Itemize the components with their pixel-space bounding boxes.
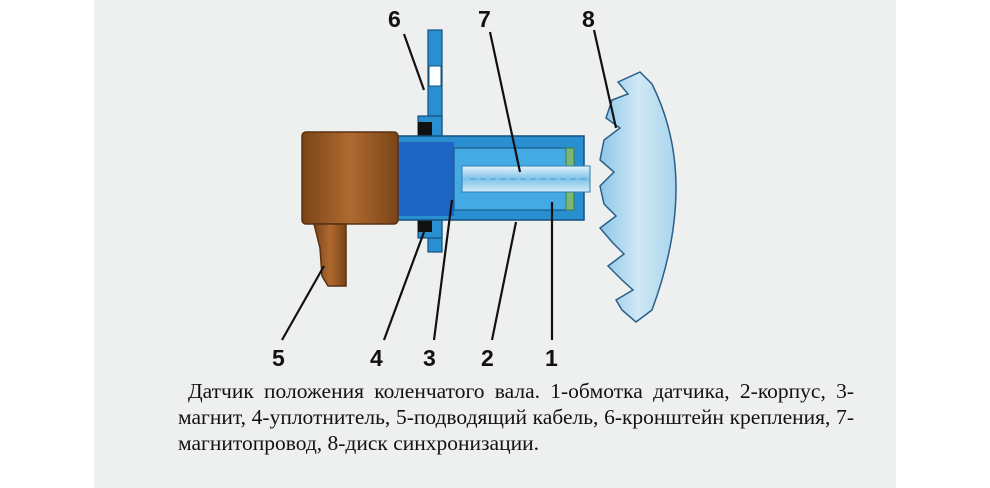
leader-5 [281,265,325,341]
callout-2: 2 [481,345,494,371]
callout-6: 6 [388,6,401,32]
callout-5: 5 [272,345,285,371]
callout-3: 3 [423,345,436,371]
seal-ring [418,122,432,232]
leader-7 [488,31,522,173]
leader-2 [490,221,518,341]
leader-8 [592,29,618,129]
leader-lines [281,29,618,341]
diagram-panel [94,0,896,488]
callout-7: 7 [478,6,491,32]
callout-1: 1 [545,345,558,371]
sensor-diagram: 1 2 3 4 5 6 7 8 [272,6,677,371]
figure-caption: Датчик положения коленчатого вала. 1-обм… [178,379,854,455]
leader-3 [432,199,454,341]
leader-4 [382,231,426,341]
sync-disc [598,71,677,323]
callout-4: 4 [370,345,383,371]
callout-8: 8 [582,6,595,32]
leader-6 [402,33,426,91]
lead-cable [301,131,399,287]
